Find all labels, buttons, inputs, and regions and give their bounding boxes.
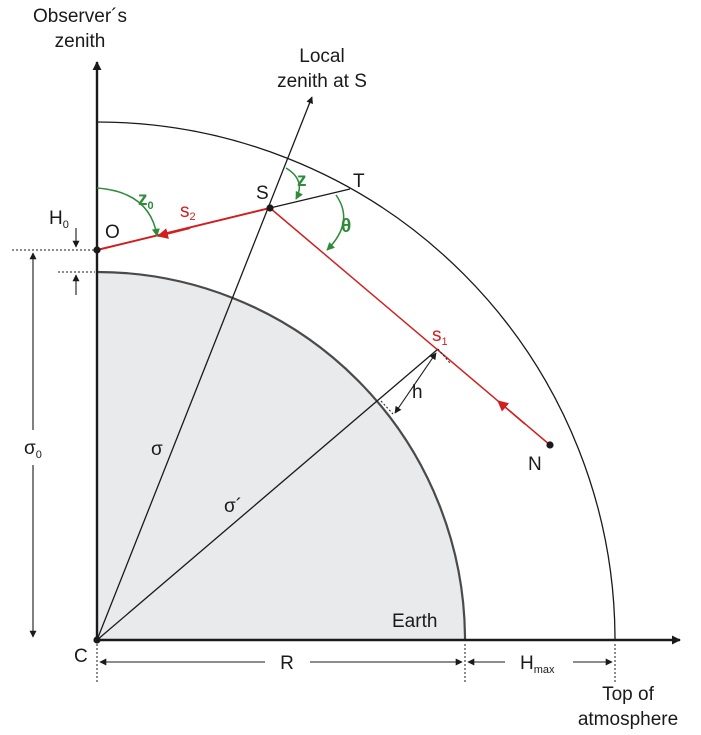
top-atmosphere-label-2: atmosphere <box>578 709 678 730</box>
point-S-label: S <box>256 183 269 204</box>
point-N-dot <box>546 441 554 449</box>
point-C-label: C <box>74 646 88 667</box>
point-S-dot <box>266 204 274 212</box>
dotted-guides <box>12 249 616 682</box>
point-O-dot <box>93 246 101 254</box>
point-T-label: T <box>353 171 365 192</box>
hmax-label: Hmax <box>520 653 555 676</box>
segment-s1-label: s1 <box>432 325 448 348</box>
point-C-dot <box>93 636 101 644</box>
earth-region <box>97 272 465 640</box>
angle-theta-label: θ <box>341 216 351 237</box>
local-zenith-line <box>96 96 313 641</box>
h-dimension-arrow <box>394 352 437 414</box>
sigma-prime-line <box>96 348 439 641</box>
angle-z-label: z <box>297 170 307 191</box>
sigma-prime-label: σ´ <box>224 496 242 517</box>
observer-zenith-label: Observer´s <box>33 6 127 27</box>
ray-s1-arrow <box>497 400 526 425</box>
angle-z0-label: z0 <box>138 189 154 212</box>
ray-s2-arrow <box>156 227 191 239</box>
local-zenith-label-2: zenith at S <box>277 71 367 92</box>
earth-label: Earth <box>392 611 437 632</box>
earth-surface-arc <box>96 270 467 641</box>
angle-theta-arc <box>326 194 345 251</box>
sigma0-label: σ0 <box>24 438 42 461</box>
point-N-label: N <box>528 454 542 475</box>
height-H0-label: H0 <box>49 208 69 231</box>
atmosphere-boundary-arc <box>96 121 616 641</box>
radius-R-label: R <box>280 653 294 674</box>
top-atmosphere-label: Top of <box>602 684 654 705</box>
altitude-h-label: h <box>412 382 423 403</box>
angle-z0-arc <box>96 187 160 237</box>
segment-s2-label: s2 <box>180 201 196 223</box>
sigma-label: σ <box>151 439 163 460</box>
observer-zenith-label-2: zenith <box>55 31 106 52</box>
local-zenith-label: Local <box>299 46 344 67</box>
segment-S-T <box>269 188 351 209</box>
point-O-label: O <box>105 222 120 243</box>
angle-z-arc <box>285 167 303 200</box>
